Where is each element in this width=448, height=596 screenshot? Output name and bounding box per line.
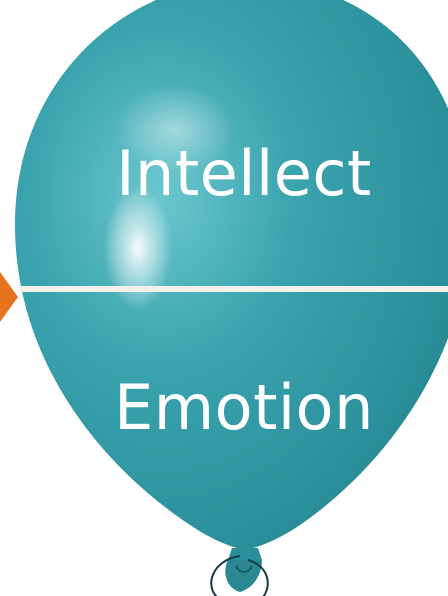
orange-triangle-arrow-icon: [0, 272, 18, 322]
balloon-body: [15, 0, 448, 550]
divider-line: [20, 286, 448, 292]
intellect-label: Intellect: [44, 138, 444, 210]
emotion-label: Emotion: [44, 372, 444, 444]
